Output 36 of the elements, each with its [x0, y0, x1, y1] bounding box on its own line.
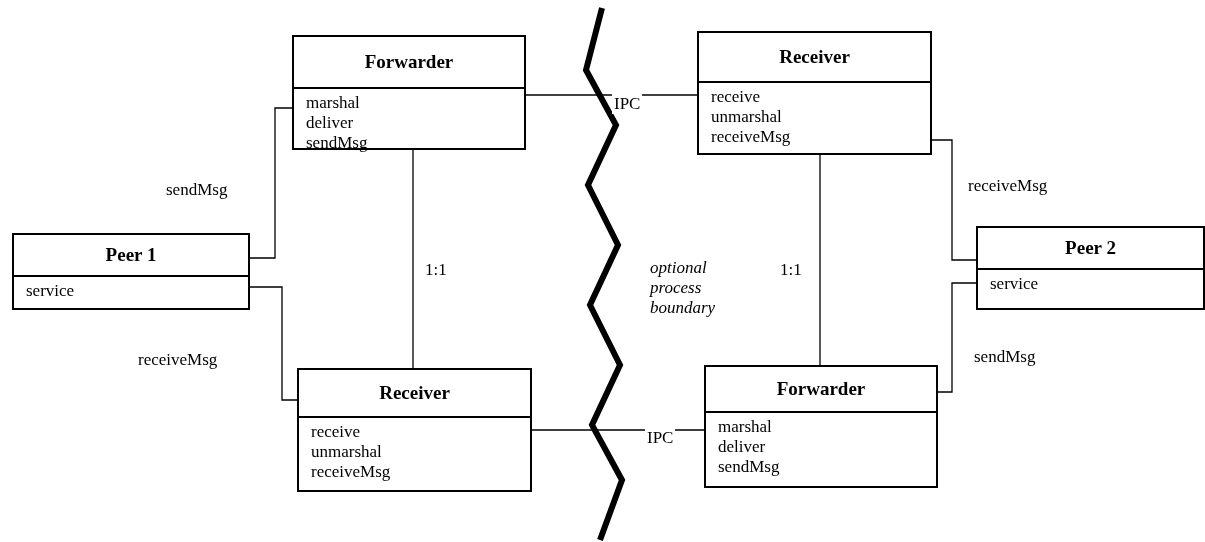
operation-text: receive [711, 87, 762, 107]
class-name: Peer 2 [1065, 235, 1116, 260]
edge-label: sendMsg [164, 180, 230, 200]
edge-label: sendMsg [972, 347, 1038, 367]
class-name: Receiver [379, 380, 450, 405]
class-box [697, 31, 932, 155]
class-name: Peer 1 [105, 242, 157, 267]
class-box [297, 368, 532, 492]
class-box [292, 35, 526, 150]
connector-line [249, 286, 298, 401]
class-box [12, 233, 250, 310]
operation-text: deliver [718, 437, 767, 457]
operation-text: marshal [306, 93, 361, 113]
class-name: Receiver [779, 44, 850, 69]
class-name: Forwarder [776, 376, 866, 401]
operation-text: sendMsg [306, 133, 369, 153]
boundary-note: optional process boundary [650, 258, 717, 318]
operation-text: marshal [718, 417, 773, 437]
edge-label: IPC [612, 94, 643, 114]
connector-line [931, 139, 977, 261]
connector-line [819, 154, 821, 366]
operation-text: sendMsg [718, 457, 781, 477]
operation-text: receive [311, 422, 362, 442]
operation-text: receiveMsg [711, 127, 792, 147]
connector-line [412, 149, 414, 369]
operation-text: service [26, 281, 76, 301]
operation-text: receiveMsg [311, 462, 392, 482]
operation-text: unmarshal [711, 107, 783, 127]
operation-text: service [990, 274, 1040, 294]
class-name: Forwarder [364, 49, 454, 74]
operation-text: unmarshal [311, 442, 383, 462]
connector-line [249, 107, 293, 259]
connector-line [937, 282, 977, 393]
operation-text: deliver [306, 113, 355, 133]
class-box [976, 226, 1205, 310]
class-box [704, 365, 938, 488]
